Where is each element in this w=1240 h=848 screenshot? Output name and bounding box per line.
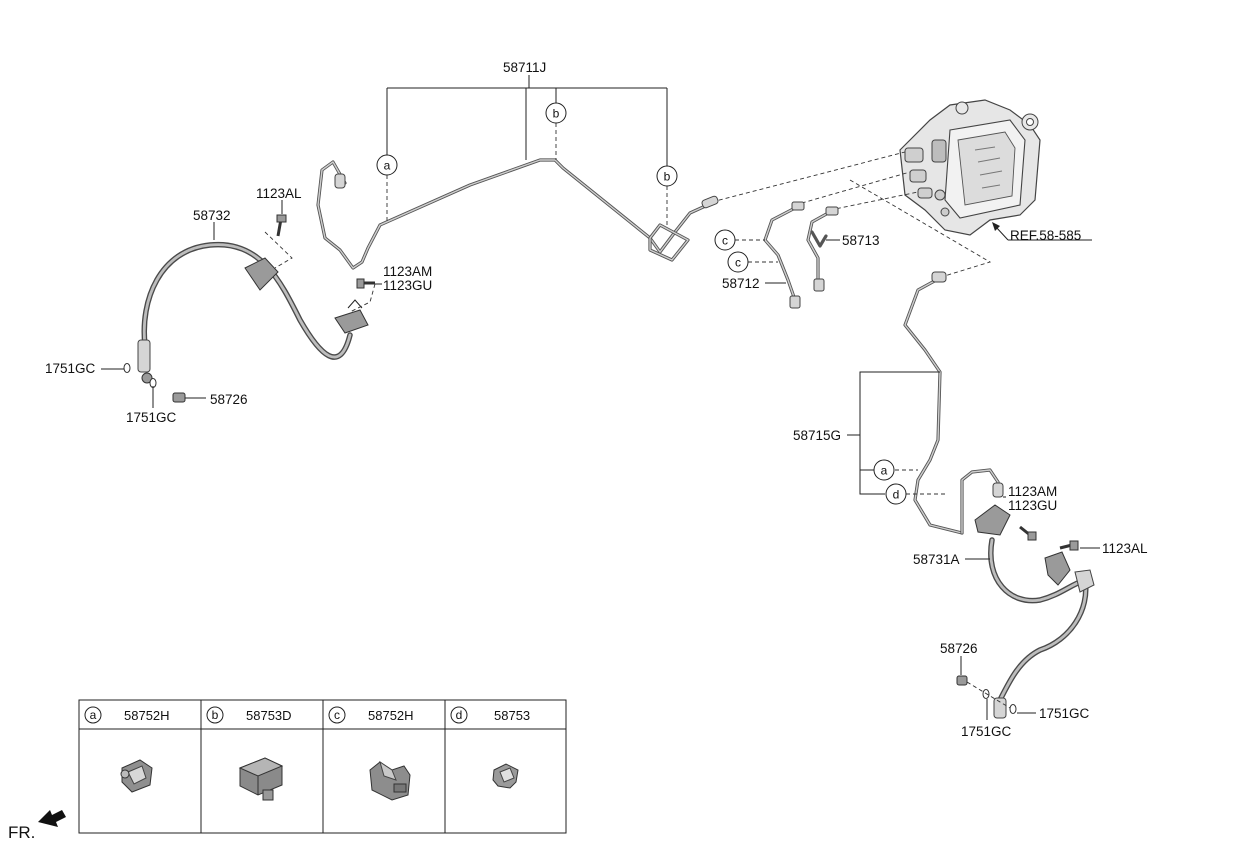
front-label: FR.	[8, 823, 35, 842]
label-58731A: 58731A	[913, 552, 960, 567]
svg-text:b: b	[664, 170, 671, 184]
label-58715G: 58715G	[793, 428, 841, 443]
label-1751GC-right-2: 1751GC	[961, 724, 1012, 739]
svg-text:d: d	[893, 488, 900, 502]
label-58726-right: 58726	[940, 641, 978, 656]
label-1123GU-left: 1123GU	[383, 278, 432, 293]
label-58713: 58713	[842, 233, 880, 248]
svg-text:a: a	[384, 159, 391, 173]
part-labels: 58711J 1123AL 58732 1123AM 1123GU 1751GC…	[45, 60, 1148, 739]
clip-58753D-icon	[238, 757, 284, 801]
svg-text:c: c	[722, 234, 728, 248]
module-port-leaders	[711, 151, 992, 279]
legend-part-d: 58753	[494, 708, 530, 723]
legend-part-c: 58752H	[368, 708, 414, 723]
label-58726-left: 58726	[210, 392, 248, 407]
callout-b-main-1: b	[545, 102, 567, 124]
legend-cell-a: a 58752H	[84, 706, 170, 793]
leader-lines	[101, 75, 1100, 720]
svg-text:a: a	[881, 464, 888, 478]
label-1123AM-left: 1123AM	[383, 264, 432, 279]
label-58711J: 58711J	[503, 60, 546, 75]
label-1751GC-left-2: 1751GC	[126, 410, 177, 425]
brake-hose-58732	[137, 241, 369, 384]
right-hardware	[956, 525, 1079, 714]
callout-a-main: a	[376, 154, 398, 176]
legend-letter-a: a	[90, 708, 97, 722]
legend-cell-c: c 58752H	[328, 706, 414, 801]
callout-d-rear: d	[885, 483, 907, 505]
callout-circles: a b b c c a d	[376, 102, 907, 505]
front-arrow-icon	[38, 810, 66, 827]
svg-text:c: c	[735, 256, 741, 270]
callout-c-1: c	[714, 229, 736, 251]
label-1123AL-left: 1123AL	[256, 186, 302, 201]
front-direction-indicator: FR.	[8, 810, 66, 842]
brake-line-58713	[806, 206, 839, 292]
legend-letter-d: d	[456, 708, 463, 722]
legend-part-b: 58753D	[246, 708, 292, 723]
abs-module-illustration	[899, 99, 1041, 236]
clip-58752H-icon	[120, 759, 153, 793]
label-ref-58-585: REF.58-585	[1010, 228, 1081, 243]
legend-letter-c: c	[334, 708, 340, 722]
brake-line-58711J	[316, 158, 719, 270]
legend-cell-b: b 58753D	[206, 706, 292, 801]
callout-b-main-2: b	[656, 165, 678, 187]
legend-part-a: 58752H	[124, 708, 170, 723]
callout-a-rear: a	[873, 459, 895, 481]
svg-text:b: b	[553, 107, 560, 121]
label-58732: 58732	[193, 208, 231, 223]
clip-legend-table: a 58752H b 58753D c 58752H	[78, 699, 567, 834]
label-1123GU-right: 1123GU	[1008, 498, 1057, 513]
label-1123AM-right: 1123AM	[1008, 484, 1057, 499]
label-58712: 58712	[722, 276, 760, 291]
clip-58753-icon	[492, 763, 519, 789]
legend-cell-d: d 58753	[450, 706, 530, 789]
label-1123AL-right: 1123AL	[1102, 541, 1148, 556]
clip-58752H-alt-icon	[369, 760, 411, 801]
brake-line-58715G	[903, 271, 1004, 535]
label-1751GC-left-1: 1751GC	[45, 361, 96, 376]
legend-letter-b: b	[212, 708, 219, 722]
label-1751GC-right-1: 1751GC	[1039, 706, 1090, 721]
callout-c-2: c	[727, 251, 749, 273]
brake-hose-58731A	[974, 504, 1095, 719]
brake-line-58712	[763, 201, 805, 309]
left-hardware	[123, 214, 376, 403]
